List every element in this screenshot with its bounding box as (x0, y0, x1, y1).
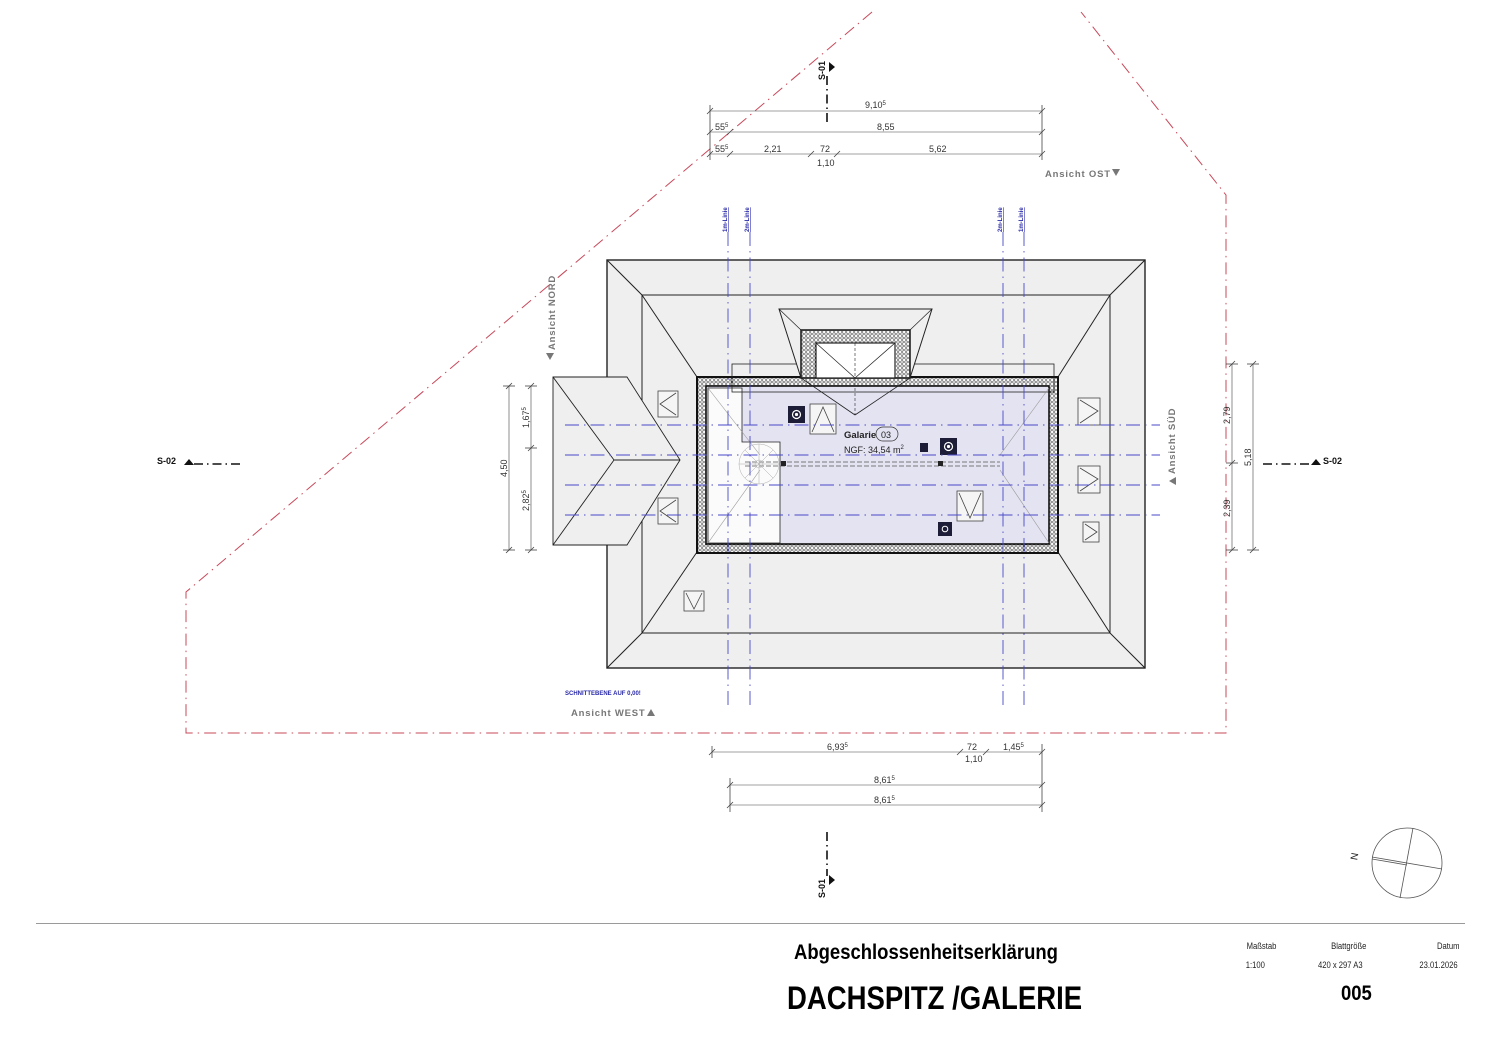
spiral-staircase (738, 443, 780, 485)
section-plane-note: SCHNITTEBENE AUF 0,00! (565, 691, 641, 697)
roof-window-icon (683, 590, 705, 612)
roof-window-icon (657, 497, 679, 525)
roof-windows (657, 390, 1101, 612)
line-label-1m-right: 1m-Linie (1019, 207, 1025, 232)
line-label-1m-left: 1m-Linie (723, 207, 729, 232)
section-arrow-icon (1311, 459, 1321, 465)
svg-text:2,39: 2,39 (1222, 499, 1232, 517)
vent-openings (788, 406, 957, 536)
section-arrow-icon (829, 875, 835, 885)
svg-text:72: 72 (967, 742, 977, 752)
svg-text:5,18: 5,18 (1243, 448, 1253, 466)
room-area: NGF: 34,54 m2 (844, 445, 905, 455)
duct-icon (920, 443, 928, 452)
room-name: Galarie (844, 430, 876, 441)
view-arrow-icon (1112, 169, 1120, 176)
line-label-2m-left: 2m-Linie (745, 207, 751, 232)
section-marker-s02-left[interactable]: S-02 (157, 456, 242, 466)
section-marker-s01-top[interactable]: S-01 (817, 61, 835, 122)
view-label-west: Ansicht WEST (571, 708, 646, 719)
room-label[interactable]: Galarie 03 NGF: 34,54 m2 (844, 426, 905, 455)
north-arrow: N (1349, 827, 1443, 899)
svg-text:8,55: 8,55 (877, 122, 895, 132)
dimension-chain-top (706, 105, 1046, 160)
svg-text:555: 555 (715, 122, 729, 132)
section-arrow-icon (829, 62, 835, 72)
svg-text:5,62: 5,62 (929, 144, 947, 154)
view-label-ost: Ansicht OST (1045, 169, 1111, 180)
distance-lines (565, 232, 1160, 705)
svg-text:1,10: 1,10 (817, 158, 835, 168)
dimension-chain-left (503, 382, 537, 554)
roof-window-icon (657, 390, 679, 418)
view-labels: Ansicht OST Ansicht WEST Ansicht NORD An… (546, 169, 1178, 719)
section-marker-s02-right[interactable]: S-02 (1263, 456, 1342, 466)
svg-text:555: 555 (715, 144, 729, 154)
dimension-chain-bottom (708, 744, 1046, 812)
roof-window-icon (956, 490, 984, 522)
vent-icon (938, 522, 952, 536)
svg-text:1,455: 1,455 (1003, 742, 1025, 752)
svg-text:2,79: 2,79 (1222, 406, 1232, 424)
west-gable-roof (552, 376, 681, 546)
svg-text:4,50: 4,50 (499, 459, 509, 477)
svg-text:1,10: 1,10 (965, 754, 983, 764)
view-arrow-icon (647, 709, 655, 716)
line-label-2m-right: 2m-Linie (998, 207, 1004, 232)
view-arrow-icon (546, 353, 554, 360)
distance-line-labels: 1m-Linie 2m-Linie 2m-Linie 1m-Linie (723, 207, 1025, 232)
view-label-sued: Ansicht SÜD (1167, 408, 1178, 474)
gallery-walls (696, 363, 1059, 554)
dimension-texts-right: 2,79 2,39 5,18 (1222, 406, 1253, 517)
svg-text:72: 72 (820, 144, 830, 154)
roof-window-icon (1077, 397, 1101, 426)
roof-window-icon (1082, 521, 1100, 543)
roof-window-icon (1077, 465, 1101, 494)
north-label: N (1349, 852, 1361, 861)
section-marker-s01-bottom[interactable]: S-01 (817, 832, 835, 898)
dimension-texts-left: 4,50 1,675 2,825 (499, 406, 531, 511)
room-number: 03 (881, 430, 891, 440)
svg-text:2,825: 2,825 (521, 489, 531, 511)
dimension-texts-top: 9,105 555 8,55 555 2,21 72 1,10 5,62 (715, 100, 947, 168)
ridge-beam (745, 461, 1000, 467)
vent-icon (940, 438, 957, 455)
svg-text:2,21: 2,21 (764, 144, 782, 154)
hip-lines (707, 387, 1050, 544)
svg-text:S-01: S-01 (817, 61, 827, 80)
svg-text:S-01: S-01 (817, 879, 827, 898)
property-boundary (185, 11, 1227, 734)
dimension-chain-right (1226, 360, 1259, 554)
svg-text:6,935: 6,935 (827, 742, 849, 752)
svg-text:8,615: 8,615 (874, 795, 896, 805)
svg-text:1,675: 1,675 (521, 406, 531, 428)
view-label-nord: Ansicht NORD (547, 275, 558, 350)
svg-text:S-02: S-02 (1323, 456, 1342, 466)
view-arrow-icon (1169, 477, 1176, 485)
svg-text:8,615: 8,615 (874, 775, 896, 785)
vent-icon (788, 406, 805, 423)
svg-text:S-02: S-02 (157, 456, 176, 466)
svg-text:9,105: 9,105 (865, 100, 887, 110)
dormer (778, 308, 933, 416)
section-arrow-icon (184, 459, 194, 465)
roof-window-icon (809, 403, 837, 435)
dimension-texts-bottom: 6,935 72 1,10 1,455 8,615 8,615 (827, 742, 1025, 805)
